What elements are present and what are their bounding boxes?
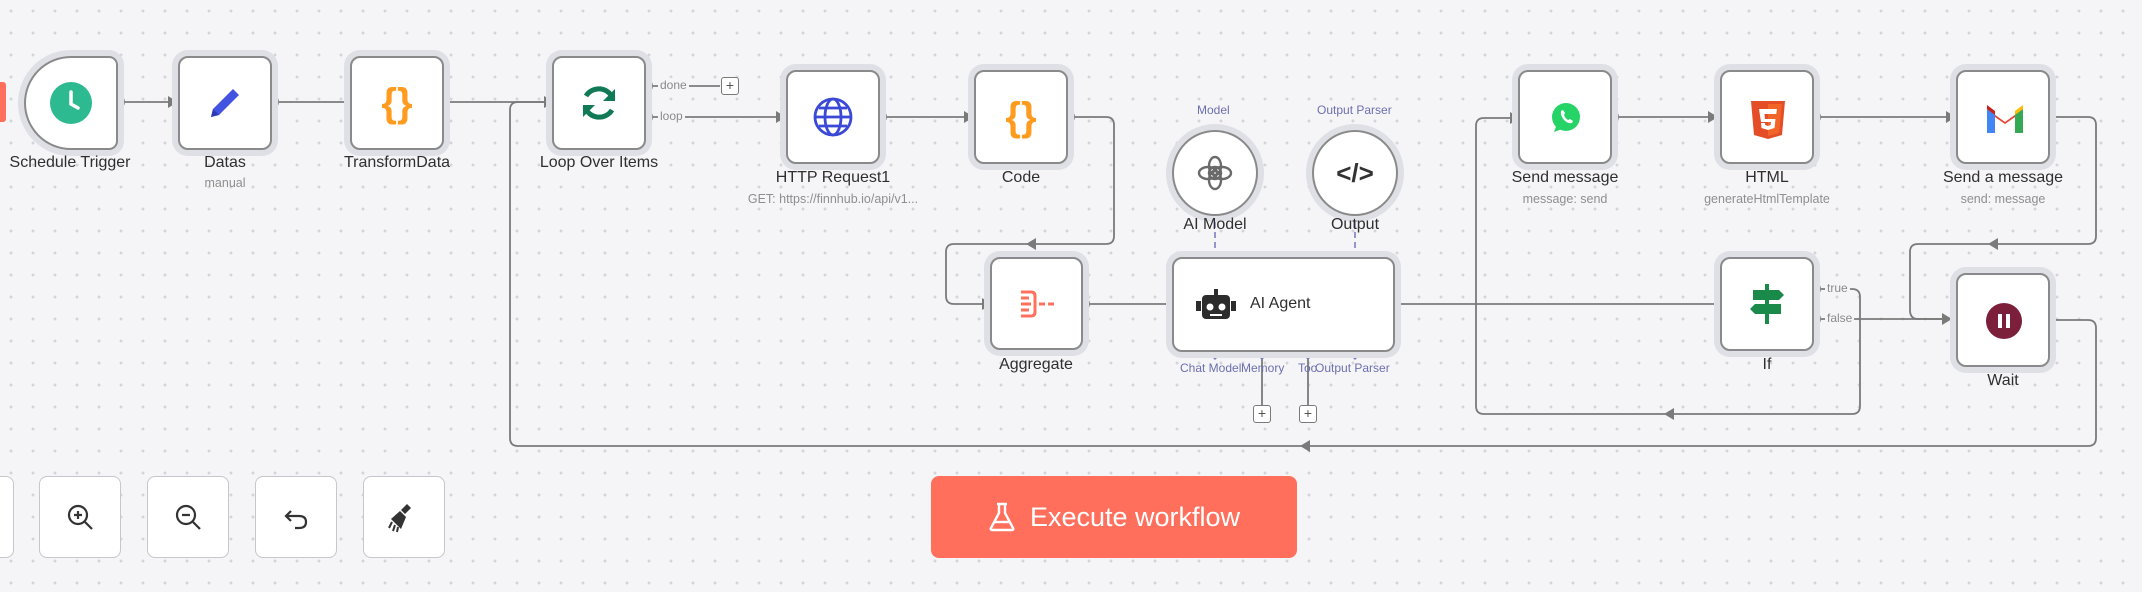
tidy-up-button[interactable] <box>363 476 445 558</box>
node-html[interactable] <box>1720 70 1814 164</box>
agent-port-tool: Tool <box>1298 361 1316 375</box>
zoom-out-icon <box>175 504 201 530</box>
edge-label-true: true <box>1825 281 1850 295</box>
send-message-label: Send message <box>1511 169 1619 186</box>
code-braces-icon: {} <box>1005 94 1037 139</box>
gmail-icon <box>1978 96 2032 140</box>
datas-label: Datas <box>204 154 246 171</box>
node-schedule-trigger[interactable] <box>24 56 118 150</box>
code-slash-icon: </> <box>1336 157 1374 188</box>
code-label: Code <box>1001 169 1041 186</box>
http-request-label: HTTP Request1 <box>775 169 891 186</box>
html-subtitle: generateHtmlTemplate <box>1704 192 1830 206</box>
flask-icon <box>989 502 1015 532</box>
send-message-subtitle: message: send <box>1522 192 1608 206</box>
zoom-out-button[interactable] <box>147 476 229 558</box>
zoom-in-icon <box>67 504 93 530</box>
sync-icon <box>574 78 624 128</box>
loop-over-items-label: Loop Over Items <box>539 154 659 171</box>
whatsapp-icon <box>1544 96 1588 140</box>
code-braces-icon: {} <box>381 80 413 125</box>
agent-port-output-parser: Output Parser <box>1315 361 1390 375</box>
node-wait[interactable] <box>1956 273 2050 367</box>
add-tool-button[interactable]: + <box>1299 405 1317 423</box>
robot-icon <box>1194 285 1238 325</box>
ai-agent-label: AI Agent <box>1250 295 1311 312</box>
openai-icon <box>1193 151 1237 195</box>
output-label: Output <box>1330 216 1380 233</box>
if-label: If <box>1762 356 1772 373</box>
edge-label-done: done <box>658 78 689 92</box>
output-port-label: Output Parser <box>1317 103 1392 117</box>
aggregate-icon <box>1012 279 1062 329</box>
execute-workflow-button[interactable]: Execute workflow <box>931 476 1297 558</box>
transform-data-label: TransformData <box>343 154 451 171</box>
http-request-subtitle: GET: https://finnhub.io/api/v1... <box>747 192 919 206</box>
clock-icon <box>48 80 94 126</box>
send-a-message-label: Send a message <box>1942 169 2064 186</box>
zoom-in-button[interactable] <box>39 476 121 558</box>
html-label: HTML <box>1745 169 1789 186</box>
ai-model-port-label: Model <box>1197 103 1230 117</box>
execute-workflow-label: Execute workflow <box>1029 501 1241 532</box>
agent-port-chat-model: Chat Model <box>1180 361 1242 375</box>
fit-view-button[interactable] <box>0 476 14 558</box>
aggregate-label: Aggregate <box>999 356 1073 373</box>
pause-icon <box>1984 301 2024 341</box>
node-aggregate[interactable] <box>990 257 1083 350</box>
pencil-icon <box>202 80 248 126</box>
node-code[interactable]: {} <box>974 70 1068 164</box>
node-ai-model[interactable] <box>1172 130 1258 216</box>
node-transform-data[interactable]: {} <box>350 56 444 150</box>
undo-icon <box>284 510 308 530</box>
node-loop-over-items[interactable] <box>552 56 646 150</box>
node-if[interactable] <box>1720 257 1814 351</box>
send-a-message-subtitle: send: message <box>1960 192 2046 206</box>
wait-label: Wait <box>1987 372 2019 389</box>
html5-icon <box>1746 92 1790 142</box>
schedule-trigger-label: Schedule Trigger <box>9 154 131 171</box>
globe-icon <box>810 94 856 140</box>
edge-gmail-wait <box>1909 116 2097 320</box>
node-ai-agent[interactable]: AI Agent <box>1172 257 1395 352</box>
ai-model-label: AI Model <box>1183 216 1247 233</box>
undo-button[interactable] <box>255 476 337 558</box>
datas-subtitle: manual <box>204 176 246 190</box>
node-output-parser[interactable]: </> <box>1312 130 1398 216</box>
node-datas[interactable] <box>178 56 272 150</box>
agent-port-memory: Memory <box>1241 361 1285 375</box>
edge-label-false: false <box>1825 311 1855 325</box>
add-memory-button[interactable]: + <box>1253 405 1271 423</box>
broom-icon <box>388 504 411 533</box>
node-send-message[interactable] <box>1518 70 1612 164</box>
node-send-a-message[interactable] <box>1956 70 2050 164</box>
node-http-request[interactable] <box>786 70 880 164</box>
signpost-icon <box>1744 279 1790 329</box>
edge-label-loop: loop <box>658 109 685 123</box>
add-node-done-button[interactable]: + <box>721 77 739 95</box>
